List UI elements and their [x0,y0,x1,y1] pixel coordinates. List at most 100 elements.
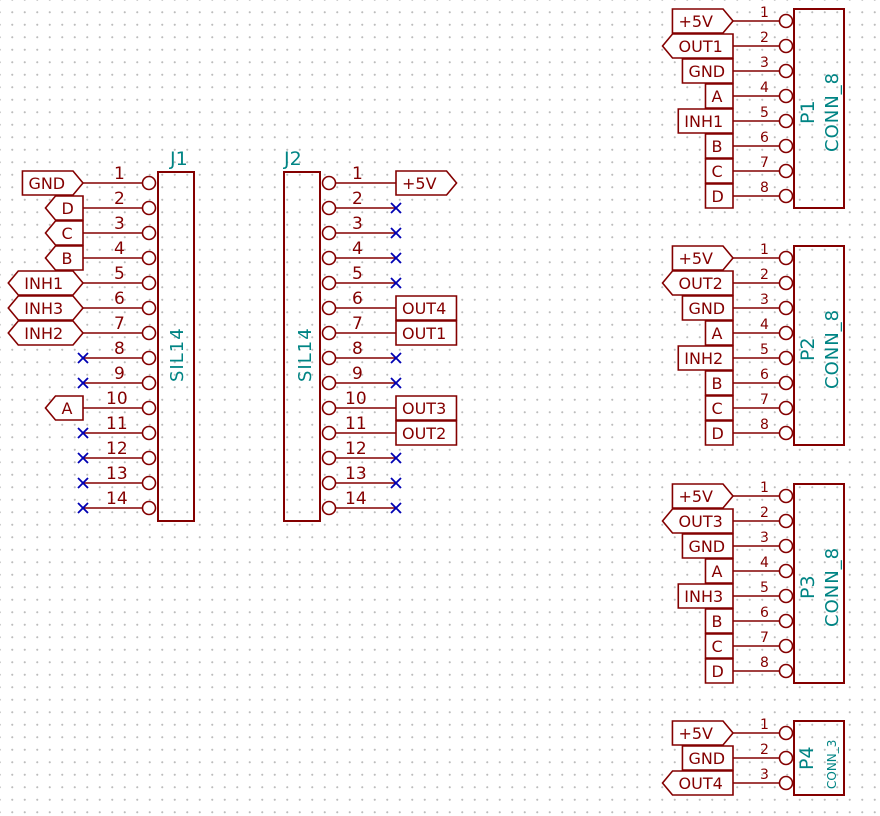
p1-label-gnd[interactable]: GND [681,58,734,84]
j2-pin-3[interactable]: 3 [321,214,397,241]
p2-body[interactable] [793,245,845,446]
p2-pin-6[interactable]: 6 [733,367,794,391]
p4-label-5v[interactable]: +5V [671,720,735,746]
j1-pin-9[interactable]: 9 [83,364,157,391]
j1-pin-2[interactable]: 2 [83,189,157,216]
j1-pin-10[interactable]: 10 [83,389,157,416]
j2-label-out4[interactable]: OUT4 [395,295,458,321]
j1-label-a[interactable]: A [44,395,84,421]
j1-pin-12[interactable]: 12 [83,439,157,466]
p1-pin-7[interactable]: 7 [733,155,794,179]
j1-label-inh2[interactable]: INH2 [7,320,85,346]
p1-pin-6[interactable]: 6 [733,130,794,154]
j2-pin-11[interactable]: 11 [321,414,397,441]
j1-pin-6[interactable]: 6 [83,289,157,316]
p3-label-c[interactable]: C [704,633,734,659]
p4-body[interactable] [793,720,845,796]
p3-body[interactable] [793,483,845,684]
j1-pin-11[interactable]: 11 [83,414,157,441]
p4-label-out4[interactable]: OUT4 [661,770,734,796]
p3-label-d[interactable]: D [704,658,734,684]
j2-pin-5[interactable]: 5 [321,264,397,291]
p3-label-5v[interactable]: +5V [671,483,735,509]
p3-pin-7[interactable]: 7 [733,630,794,654]
p1-label-d[interactable]: D [704,183,734,209]
p1-label-b[interactable]: B [704,133,734,159]
p3-label-gnd[interactable]: GND [681,533,734,559]
p2-label-out2[interactable]: OUT2 [661,270,734,296]
j1-label-d[interactable]: D [44,195,84,221]
j2-pin-1[interactable]: 1 [321,164,397,191]
j2-label-out2[interactable]: OUT2 [395,420,458,446]
p2-pin-2[interactable]: 2 [733,267,794,291]
p1-pin-3[interactable]: 3 [733,55,794,79]
p3-pin-5[interactable]: 5 [733,580,794,604]
p1-label-c[interactable]: C [704,158,734,184]
j2-pin-14[interactable]: 14 [321,489,397,516]
p3-label-inh3[interactable]: INH3 [677,583,734,609]
j2-label-out3[interactable]: OUT3 [395,395,458,421]
j1-pin-5[interactable]: 5 [83,264,157,291]
j1-label-inh3[interactable]: INH3 [7,295,85,321]
j1-label-b[interactable]: B [44,245,84,271]
p2-pin-4[interactable]: 4 [733,317,794,341]
j1-pin-8[interactable]: 8 [83,339,157,366]
j1-pin-13[interactable]: 13 [83,464,157,491]
j2-pin-10[interactable]: 10 [321,389,397,416]
j2-body[interactable] [283,171,321,522]
p3-label-b[interactable]: B [704,608,734,634]
p2-pin-7[interactable]: 7 [733,392,794,416]
p1-label-5v[interactable]: +5V [671,8,735,34]
p1-body[interactable] [793,8,845,209]
p3-pin-3[interactable]: 3 [733,530,794,554]
j1-pin-7[interactable]: 7 [83,314,157,341]
j1-pin-1[interactable]: 1 [83,164,157,191]
p4-label-gnd[interactable]: GND [681,745,734,771]
p2-pin-3[interactable]: 3 [733,292,794,316]
j1-label-c[interactable]: C [44,220,84,246]
p1-pin-1[interactable]: 1 [733,5,794,29]
j2-pin-13[interactable]: 13 [321,464,397,491]
p2-pin-5[interactable]: 5 [733,342,794,366]
p4-pin-2[interactable]: 2 [733,742,794,766]
j2-pin-7[interactable]: 7 [321,314,397,341]
p2-label-a[interactable]: A [704,320,734,346]
p2-label-c[interactable]: C [704,395,734,421]
j2-label-out1[interactable]: OUT1 [395,320,458,346]
p2-label-5v[interactable]: +5V [671,245,735,271]
j2-pin-4[interactable]: 4 [321,239,397,266]
j2-pin-2[interactable]: 2 [321,189,397,216]
j1-label-inh1[interactable]: INH1 [7,270,85,296]
p1-pin-2[interactable]: 2 [733,30,794,54]
p1-label-a[interactable]: A [704,83,734,109]
p2-label-inh2[interactable]: INH2 [677,345,734,371]
p1-pin-8[interactable]: 8 [733,180,794,204]
p3-pin-6[interactable]: 6 [733,605,794,629]
p3-label-a[interactable]: A [704,558,734,584]
p1-label-inh1[interactable]: INH1 [677,108,734,134]
p2-label-gnd[interactable]: GND [681,295,734,321]
j1-pin-3[interactable]: 3 [83,214,157,241]
j1-pin-4[interactable]: 4 [83,239,157,266]
p2-pin-1[interactable]: 1 [733,242,794,266]
p4-pin-3[interactable]: 3 [733,767,794,791]
p4-pin-1[interactable]: 1 [733,717,794,741]
j2-pin-8[interactable]: 8 [321,339,397,366]
j2-label-5v[interactable]: +5V [395,170,458,196]
j2-pin-12[interactable]: 12 [321,439,397,466]
p1-pin-4[interactable]: 4 [733,80,794,104]
p2-label-b[interactable]: B [704,370,734,396]
j1-pin-14[interactable]: 14 [83,489,157,516]
p1-label-out1[interactable]: OUT1 [661,33,734,59]
j1-body[interactable] [157,171,195,522]
j2-pin-9[interactable]: 9 [321,364,397,391]
p3-pin-2[interactable]: 2 [733,505,794,529]
p3-pin-4[interactable]: 4 [733,555,794,579]
p1-pin-5[interactable]: 5 [733,105,794,129]
p2-pin-8[interactable]: 8 [733,417,794,441]
